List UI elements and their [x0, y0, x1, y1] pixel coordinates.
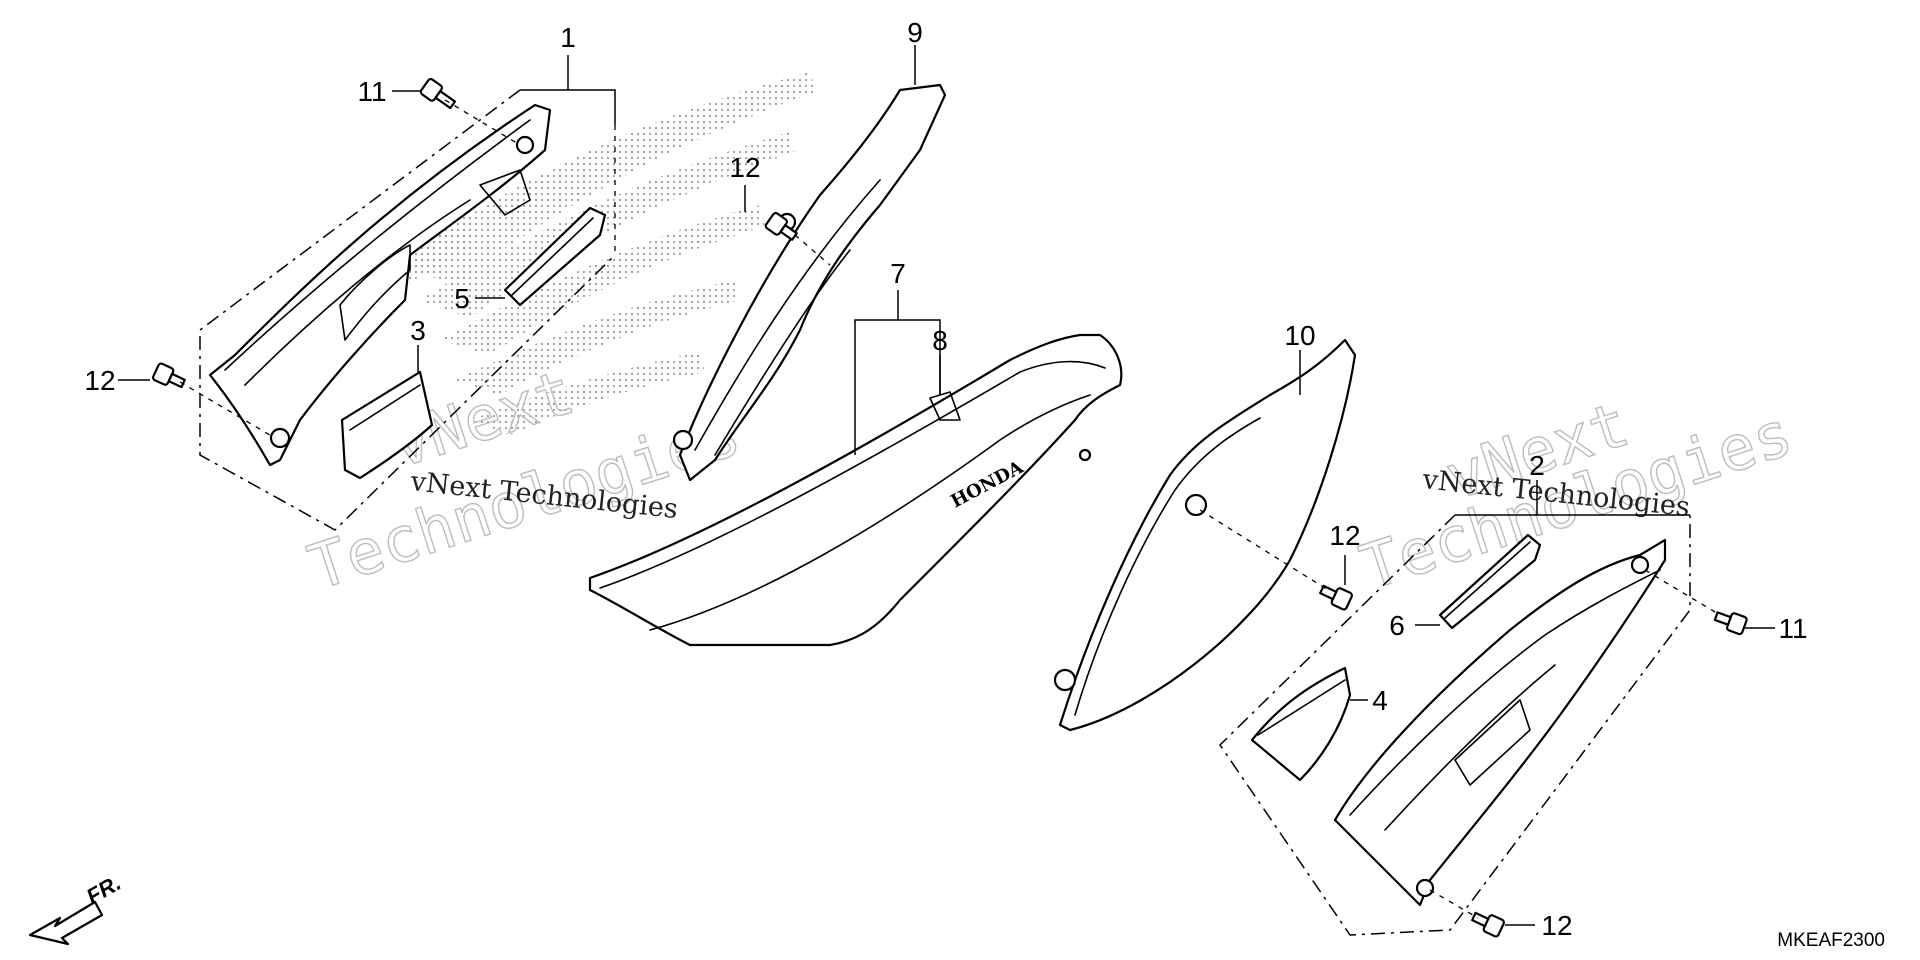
part-9-rear-cowl — [672, 83, 947, 482]
callout-1: 1 — [560, 22, 576, 53]
diagram-code: MKEAF2300 — [1777, 930, 1885, 951]
callout-12-left: 12 — [84, 365, 115, 396]
callout-labels: 1 2 3 4 5 6 7 8 9 10 11 11 12 12 12 12 — [84, 17, 1807, 941]
callout-5: 5 — [454, 283, 470, 314]
callout-10: 10 — [1284, 320, 1315, 351]
callout-12-upper-left: 12 — [729, 152, 760, 183]
part-3-pad — [340, 370, 434, 480]
bolt-12-lower-right — [1471, 911, 1505, 938]
right-assembly-boundary — [1219, 514, 1691, 936]
leader-lines — [118, 45, 1775, 926]
callout-4: 4 — [1372, 685, 1388, 716]
bolt-12-upper-left — [764, 211, 798, 241]
part-2-right-side-cover — [1333, 538, 1667, 907]
part-6-strip — [1438, 533, 1542, 630]
installation-paths — [179, 99, 1721, 919]
part-4-plate — [1250, 666, 1352, 782]
callout-12-lower-right: 12 — [1541, 910, 1572, 941]
front-arrow-icon — [28, 900, 104, 946]
callout-7: 7 — [890, 258, 906, 289]
left-assembly-boundary — [199, 89, 616, 531]
part-10-side-panel — [1053, 338, 1357, 732]
watermark-right: vNext Technologies vNext Technologies — [1351, 386, 1801, 605]
callout-9: 9 — [907, 17, 923, 48]
callout-12-middle: 12 — [1329, 520, 1360, 551]
bolt-12-middle — [1319, 584, 1353, 611]
assembly-boundaries — [199, 89, 1691, 936]
callout-3: 3 — [410, 315, 426, 346]
bolt-12-left — [152, 362, 186, 389]
callout-2: 2 — [1529, 450, 1545, 481]
front-label: FR. — [82, 870, 125, 909]
front-direction-indicator: FR. — [28, 870, 125, 946]
seat-assembly: HONDA — [588, 333, 1123, 647]
callout-11-right: 11 — [1778, 613, 1807, 644]
leader-1 — [520, 89, 616, 125]
bolt-11-right — [1713, 611, 1748, 636]
callout-11-left: 11 — [357, 76, 386, 107]
part-5-strip — [503, 206, 607, 307]
callout-8: 8 — [932, 325, 948, 356]
bolt-11-left — [419, 77, 457, 110]
fasteners — [152, 77, 1748, 938]
callout-6: 6 — [1389, 610, 1405, 641]
part-1-left-side-cover — [208, 103, 552, 467]
